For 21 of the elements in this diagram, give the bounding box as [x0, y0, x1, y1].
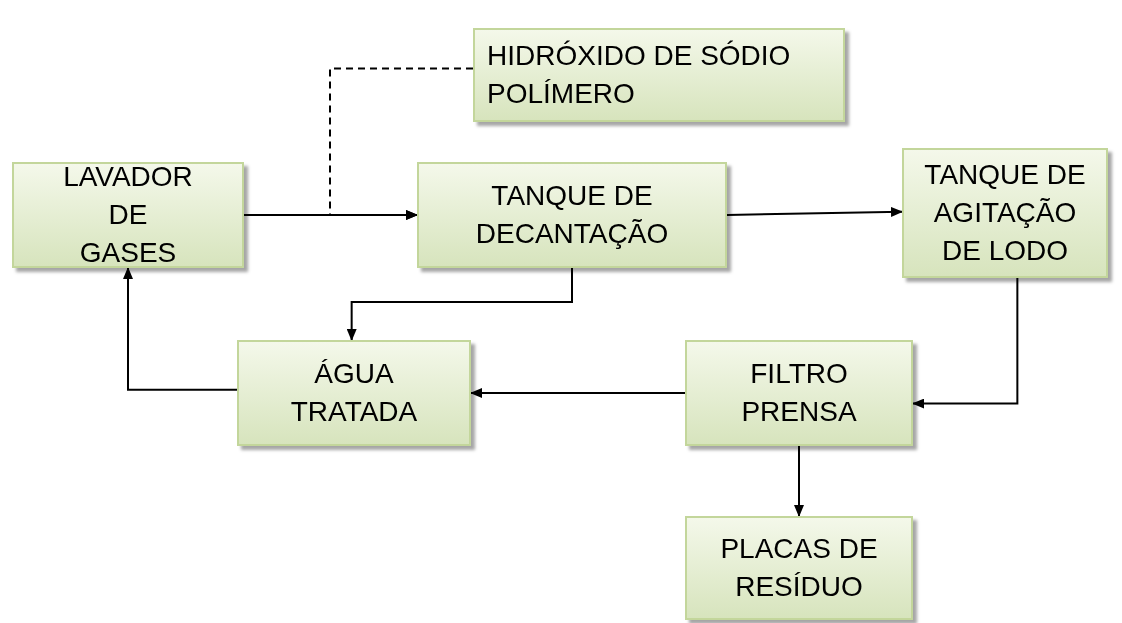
process-box	[417, 162, 727, 268]
arrow	[912, 277, 1019, 409]
box-label: ÁGUA TRATADA	[289, 357, 419, 429]
process-box	[902, 148, 1108, 278]
box-label: HIDRÓXIDO DE SÓDIO POLÍMERO	[487, 39, 792, 111]
arrow	[123, 267, 238, 391]
arrow	[726, 206, 903, 217]
arrow	[243, 210, 418, 220]
box-label: LAVADOR DE GASES	[62, 160, 194, 270]
box-label: PLACAS DE RESÍDUO	[719, 532, 879, 604]
process-box	[237, 340, 471, 446]
box-label: TANQUE DE AGITAÇÃO DE LODO	[923, 158, 1087, 268]
arrow	[470, 388, 686, 398]
process-box	[685, 340, 913, 446]
process-box	[473, 28, 845, 122]
box-label: TANQUE DE DECANTAÇÃO	[474, 179, 670, 251]
arrow	[346, 267, 573, 341]
box-label: FILTRO PRENSA	[740, 357, 858, 429]
process-box	[12, 162, 244, 268]
arrow	[794, 445, 804, 517]
process-box	[685, 516, 913, 620]
